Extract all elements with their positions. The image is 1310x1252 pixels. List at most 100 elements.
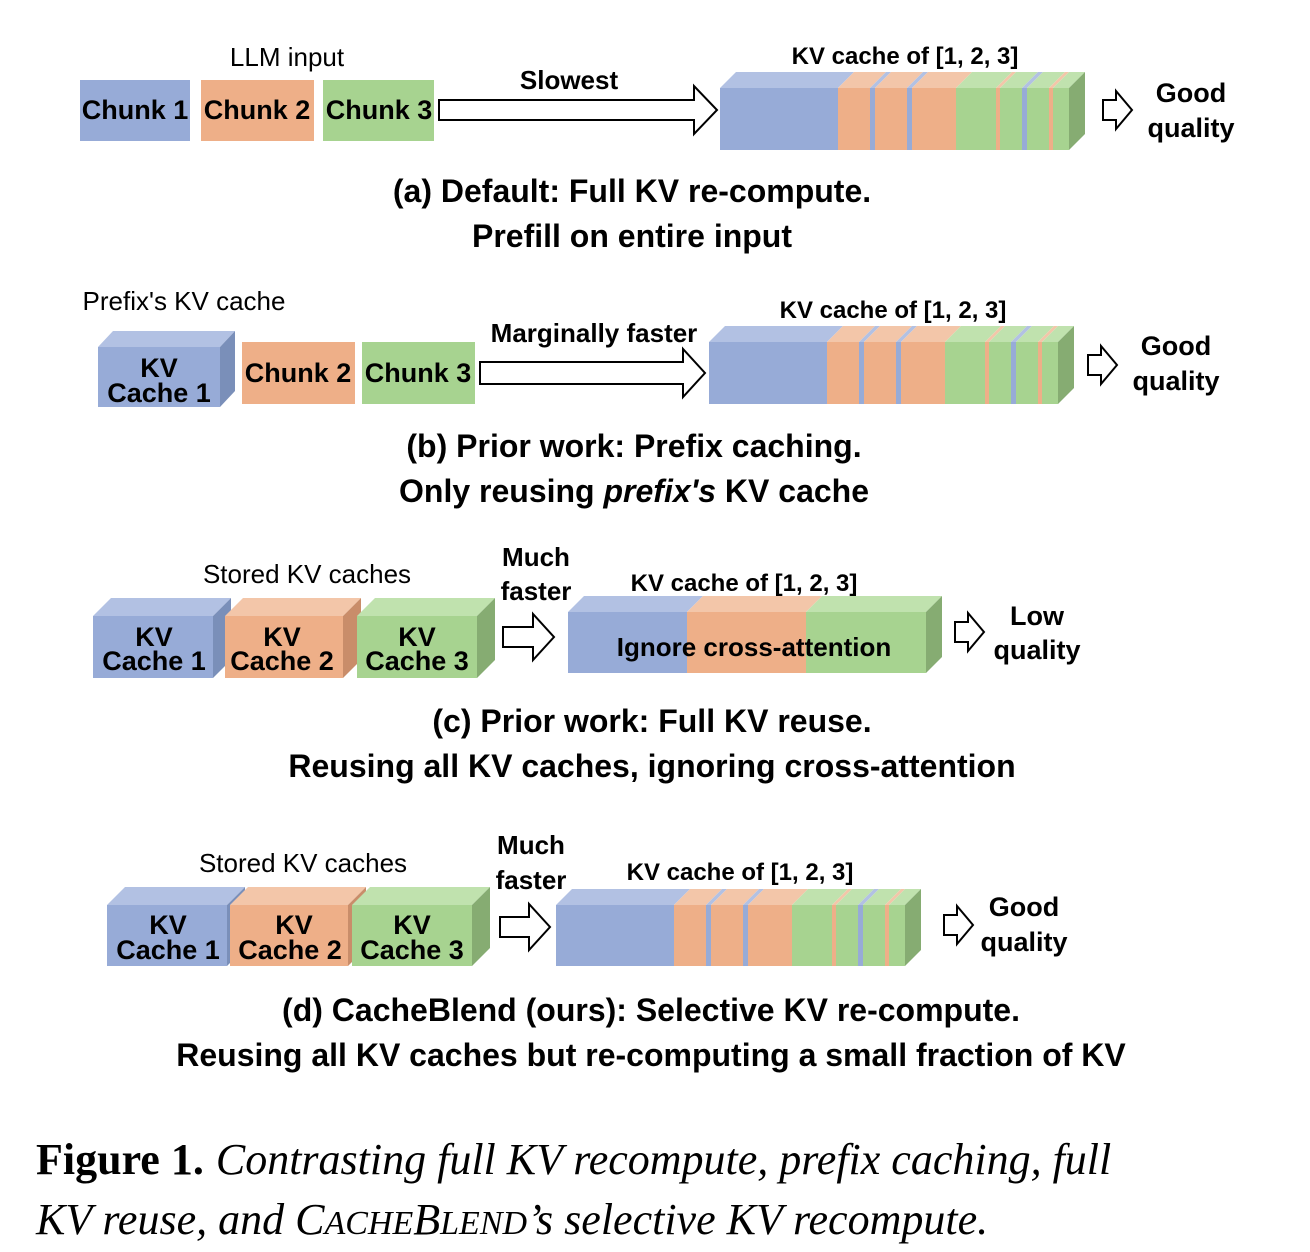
cube-front <box>357 616 477 678</box>
kv-segment <box>1011 342 1016 404</box>
kv-segment-top <box>863 889 901 905</box>
kv-segment <box>896 342 901 404</box>
kv-segment <box>792 905 832 966</box>
kv-segment-top <box>709 326 843 342</box>
chunk-2-label: Chunk 2 <box>204 95 311 125</box>
kv-segment <box>889 905 905 966</box>
kv-segment <box>1016 342 1038 404</box>
cube-front <box>225 616 343 678</box>
kv-segment <box>989 342 1011 404</box>
much-faster-line-1: Much <box>502 542 570 572</box>
ignore-cross-attention-label: Ignore cross-attention <box>617 632 891 662</box>
kv-cache-2-label-line-1: KV <box>263 622 301 652</box>
caption-b-line-1: (b) Prior work: Prefix caching. <box>406 428 861 464</box>
panel-d: Stored KV caches KV Cache 1 KV Cache 2 K… <box>107 830 1126 1073</box>
kv-segment <box>556 905 674 966</box>
cube-top <box>225 598 361 616</box>
quality-line-1: Good <box>989 892 1059 922</box>
caption-b-line-2: Only reusing prefix's KV cache <box>399 473 869 509</box>
cube-top <box>230 887 366 905</box>
kv-cache-3-label-line-1: KV <box>393 910 431 940</box>
cube-top <box>93 598 231 616</box>
kv-segment <box>885 905 889 966</box>
kv-segment-top <box>901 326 961 342</box>
kv-segment <box>945 342 985 404</box>
kv-segment-top <box>1053 72 1085 88</box>
kv-segment-top <box>1049 72 1069 88</box>
quality-line-1: Low <box>1010 601 1065 631</box>
kv-block-side <box>1058 326 1074 404</box>
much-faster-line-2: faster <box>501 576 572 606</box>
cube-front <box>107 905 227 966</box>
cube-top <box>107 887 245 905</box>
cube-front <box>230 905 348 966</box>
figure-caption-line-1: Figure 1.Contrasting full KV recompute, … <box>36 1135 1111 1184</box>
chunk-1-box <box>80 80 190 141</box>
kv-segment <box>863 905 885 966</box>
kv-segment-top <box>1042 326 1074 342</box>
kv-cache-block <box>709 326 1074 404</box>
quality-line-2: quality <box>993 635 1080 665</box>
chunk-3-box <box>323 80 434 141</box>
kv-segment <box>858 905 863 966</box>
kv-cache-label: KV cache of [1, 2, 3] <box>792 43 1019 70</box>
kv-segment <box>1053 88 1069 150</box>
kv-cache-label: KV cache of [1, 2, 3] <box>780 297 1007 324</box>
much-faster-line-2: faster <box>496 865 567 895</box>
kv-segment <box>674 905 706 966</box>
kv-cache-1-label-line-1: KV <box>149 910 187 940</box>
cube-front <box>352 905 472 966</box>
kv-cache-block <box>720 72 1085 150</box>
cube-side <box>477 598 495 678</box>
kv-segment-top <box>996 72 1016 88</box>
kv-segment-top <box>858 889 879 905</box>
result-arrow-icon <box>943 903 975 947</box>
kv-segment-top <box>859 326 880 342</box>
kv-segment <box>912 88 956 150</box>
kv-segment <box>870 88 875 150</box>
kv-segment <box>827 342 859 404</box>
kv-segment <box>1027 88 1049 150</box>
much-faster-line-1: Much <box>497 830 565 860</box>
kv-segment <box>1038 342 1042 404</box>
kv-segment <box>985 342 989 404</box>
cube-top <box>352 887 490 905</box>
kv-segment-top <box>1016 326 1054 342</box>
kv-segment <box>907 88 912 150</box>
kv-segment <box>1042 342 1058 404</box>
kv-cache-3-label-line-2: Cache 3 <box>365 646 469 676</box>
kv-segment-top <box>956 72 1012 88</box>
much-faster-arrow <box>499 901 552 953</box>
kv-cache-1-label-line-2: Cache 1 <box>116 935 220 965</box>
kv-segment <box>1000 88 1022 150</box>
kv-cache-2-label-line-2: Cache 2 <box>238 935 342 965</box>
kv-cache-1-label-line-1: KV <box>140 353 178 383</box>
kv-segment-top <box>743 889 764 905</box>
figure-caption: Figure 1.Contrasting full KV recompute, … <box>35 1135 1111 1244</box>
kv-segment-top <box>1000 72 1038 88</box>
kv-segment-top <box>706 889 727 905</box>
marginally-faster-label: Marginally faster <box>491 318 698 348</box>
chunk-3-label: Chunk 3 <box>365 358 472 388</box>
stored-kv-label: Stored KV caches <box>203 559 411 589</box>
kv-segment <box>859 342 864 404</box>
caption-a-line-1: (a) Default: Full KV re-compute. <box>393 173 871 209</box>
kv-segment-top <box>989 326 1027 342</box>
stored-kv-cubes <box>93 598 495 678</box>
quality-line-2: quality <box>1132 366 1219 396</box>
kv-segment-top <box>748 889 808 905</box>
chunk-3-label: Chunk 3 <box>326 95 433 125</box>
kv-cache-3-label-line-2: Cache 3 <box>360 935 464 965</box>
cube-side <box>343 598 361 678</box>
chunk-3-box <box>362 342 475 404</box>
result-arrow-icon <box>1087 343 1119 387</box>
kv-segment-top <box>556 889 690 905</box>
slowest-arrow <box>438 83 719 137</box>
much-faster-arrow <box>502 611 556 663</box>
kv-segment-top <box>912 72 972 88</box>
kv-segment <box>1022 88 1027 150</box>
kv-cache-1-cube <box>98 331 235 407</box>
caption-c-line-1: (c) Prior work: Full KV reuse. <box>432 703 871 739</box>
kv-cache-3-label-line-1: KV <box>398 622 436 652</box>
